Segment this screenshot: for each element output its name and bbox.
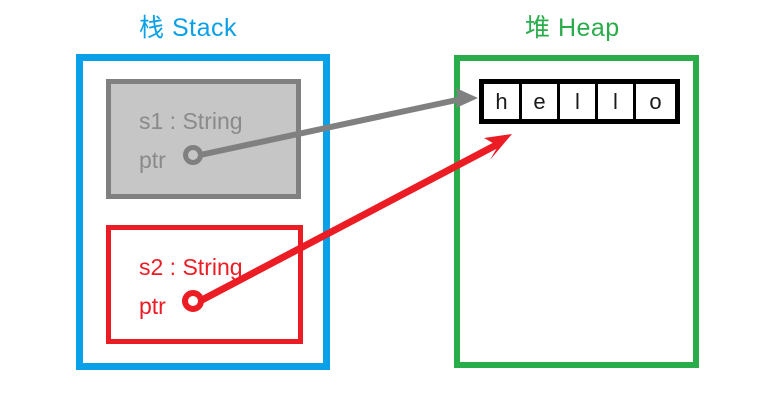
stack-variable-s2: s2 : String ptr (106, 225, 303, 344)
string-char-cell: h (484, 84, 522, 119)
string-char-cell: l (560, 84, 598, 119)
stack-region-title: 栈 Stack (139, 14, 237, 42)
s2-title: s2 : String (139, 254, 243, 280)
string-char-cell: o (636, 84, 675, 119)
s2-ptr-label: ptr (139, 293, 166, 319)
string-char-cell: e (522, 84, 560, 119)
heap-region-title: 堆 Heap (525, 14, 620, 42)
stack-region-box: s1 : String ptr s2 : String ptr (76, 54, 330, 370)
s1-ptr-label: ptr (139, 147, 166, 173)
stack-variable-s1: s1 : String ptr (106, 79, 301, 199)
s1-title: s1 : String (139, 108, 243, 134)
string-char-cell: l (598, 84, 636, 119)
heap-string-cells: h e l l o (479, 79, 680, 124)
